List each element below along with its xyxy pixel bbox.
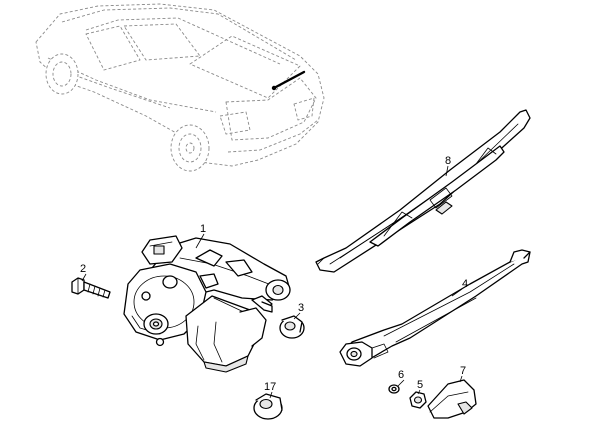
callout-4: 4	[462, 278, 468, 290]
callout-7: 7	[460, 365, 466, 377]
nut-cover	[427, 379, 477, 419]
grommet	[279, 315, 305, 339]
callout-5: 5	[417, 379, 423, 391]
callout-1: 1	[200, 223, 206, 235]
wiper-blade	[315, 109, 531, 273]
callout-6: 6	[398, 369, 404, 381]
wiper-motor-assembly	[123, 235, 291, 373]
callout-8: 8	[445, 155, 451, 167]
wiper-arm	[339, 249, 531, 367]
bolt	[71, 277, 111, 299]
nut	[409, 391, 427, 409]
leader-lines	[81, 165, 463, 399]
callout-labels: 1 2 3 4 5 6 7 8 17	[80, 155, 468, 393]
callout-2: 2	[80, 263, 86, 275]
seal	[253, 393, 283, 420]
callout-3: 3	[298, 302, 304, 314]
washer	[388, 384, 400, 394]
callout-17: 17	[264, 381, 276, 393]
vehicle-reference-outline	[35, 3, 325, 172]
